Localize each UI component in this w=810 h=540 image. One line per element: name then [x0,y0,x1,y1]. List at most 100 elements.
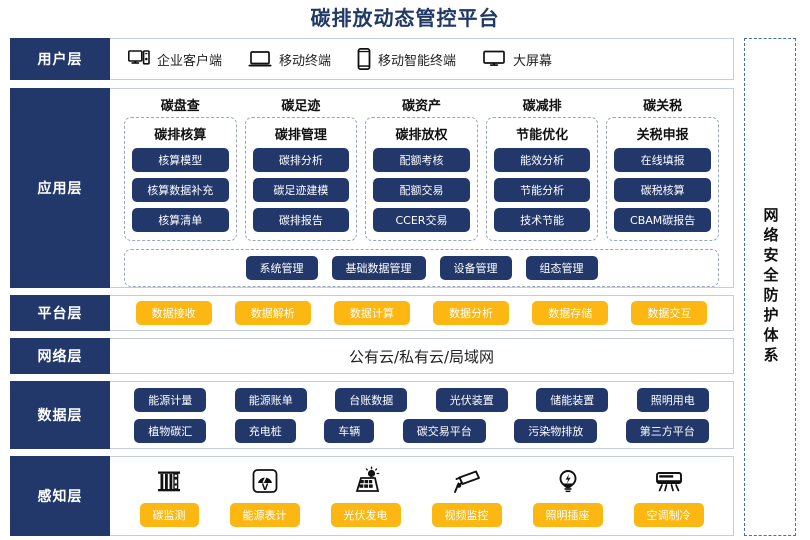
layer-sensing: 感知层 [10,456,734,536]
data-source-button[interactable]: 植物碳汇 [134,418,207,443]
app-module-button[interactable]: 节能分析 [493,178,591,202]
desktop-tower-icon [128,50,150,68]
app-module-button[interactable]: 配额考核 [373,148,470,172]
app-group-carbon-footprint: 碳足迹 碳排管理 碳排分析 碳足迹建模 碳排报告 [244,95,358,241]
app-module-button[interactable]: 碳足迹建模 [252,178,350,202]
layer-user-body: 企业客户端 移动终端 [110,38,734,80]
data-row: 植物碳汇 充电桩 车辆 碳交易平台 污染物排放 第三方平台 [124,418,719,443]
sensing-item-label[interactable]: 碳监测 [139,502,199,527]
monitor-icon [482,50,506,68]
laptop-icon [248,50,272,68]
sensing-item-carbon-monitoring[interactable]: 碳监测 [139,466,199,527]
app-module-button[interactable]: 核算清单 [132,208,229,232]
user-item-large-screen[interactable]: 大屏幕 [482,50,552,69]
app-module-button[interactable]: 核算模型 [132,148,229,172]
air-conditioner-icon [654,466,684,496]
data-source-button[interactable]: 储能装置 [536,387,609,412]
app-group-box: 碳排放权 配额考核 配额交易 CCER交易 [365,117,478,241]
platform-module-button[interactable]: 数据交互 [631,301,708,325]
platform-module-button[interactable]: 数据解析 [234,301,311,325]
data-source-button[interactable]: 台账数据 [335,387,408,412]
sensing-item-label[interactable]: 光伏发电 [330,502,401,527]
platform-module-button[interactable]: 数据接收 [135,301,212,325]
user-item-mobile-terminal[interactable]: 移动终端 [248,50,331,69]
data-source-button[interactable]: 污染物排放 [514,418,598,443]
sensing-item-video-surveillance[interactable]: 视频监控 [431,466,502,527]
sensing-item-hvac-cooling[interactable]: 空调制冷 [633,466,704,527]
layer-platform: 平台层 数据接收 数据解析 数据计算 数据分析 数据存储 数据交互 [10,295,734,331]
app-group-box: 碳排管理 碳排分析 碳足迹建模 碳排报告 [244,117,358,241]
layer-network-body: 公有云/私有云/局域网 [110,338,734,374]
user-item-label: 大屏幕 [513,53,553,69]
data-source-button[interactable]: 光伏装置 [435,387,508,412]
energy-meter-icon: V [250,466,280,496]
app-group-heading: 碳关税 [643,99,683,114]
layer-network-label: 网络层 [10,338,110,374]
sensing-item-label[interactable]: 视频监控 [431,502,502,527]
app-group-heading: 碳资产 [401,99,441,114]
data-source-button[interactable]: 照明用电 [636,387,709,412]
platform-module-button[interactable]: 数据计算 [333,301,410,325]
app-group-carbon-reduction: 碳减排 节能优化 能效分析 节能分析 技术节能 [485,95,599,241]
user-item-label: 移动终端 [279,53,332,69]
app-module-button[interactable]: 核算数据补充 [132,178,229,202]
app-group-subheading: 节能优化 [516,128,569,143]
layer-data-label: 数据层 [10,381,110,449]
sensing-item-energy-meter[interactable]: V 能源表计 [229,466,300,527]
data-source-button[interactable]: 能源计量 [134,387,207,412]
app-module-button[interactable]: 碳排分析 [252,148,350,172]
data-source-button[interactable]: 充电桩 [234,418,296,443]
app-common-button[interactable]: 组态管理 [525,256,598,280]
svg-text:V: V [261,483,268,493]
user-item-label: 企业客户端 [157,53,223,69]
app-common-button[interactable]: 基础数据管理 [331,256,426,280]
app-common-button[interactable]: 系统管理 [245,256,318,280]
app-group-heading: 碳减排 [522,99,562,114]
sensing-item-label[interactable]: 能源表计 [229,502,300,527]
layer-data: 数据层 能源计量 能源账单 台账数据 光伏装置 储能装置 照明用电 植物碳汇 充… [10,381,734,449]
user-item-smart-mobile-terminal[interactable]: 移动智能终端 [357,47,456,71]
app-group-carbon-tariff: 碳关税 关税申报 在线填报 碳税核算 CBAM碳报告 [606,95,719,241]
data-source-button[interactable]: 能源账单 [234,387,307,412]
layer-sensing-label: 感知层 [10,456,110,536]
app-module-button[interactable]: CCER交易 [373,208,470,232]
layer-user-label: 用户层 [10,38,110,80]
layer-platform-label: 平台层 [10,295,110,331]
sensing-item-lighting-socket[interactable]: 照明插座 [532,466,603,527]
platform-module-button[interactable]: 数据存储 [532,301,609,325]
app-group-subheading: 碳排放权 [395,128,448,143]
app-module-button[interactable]: 能效分析 [493,148,591,172]
app-common-button[interactable]: 设备管理 [439,256,512,280]
layer-user: 用户层 企业客户端 [10,38,734,80]
page-title: 碳排放动态管控平台 [310,6,500,30]
layer-application-label: 应用层 [10,88,110,288]
user-item-enterprise-client[interactable]: 企业客户端 [128,50,222,69]
carbon-sensor-icon [154,466,184,496]
lightbulb-icon [553,466,583,496]
layer-platform-body: 数据接收 数据解析 数据计算 数据分析 数据存储 数据交互 [110,295,734,331]
app-group-subheading: 碳排核算 [154,128,207,143]
cctv-camera-icon [452,466,482,496]
app-group-subheading: 关税申报 [636,128,689,143]
sensing-item-label[interactable]: 照明插座 [532,502,603,527]
app-module-button[interactable]: 碳排报告 [252,208,350,232]
layer-sensing-body: 碳监测 V 能源表计 [110,456,734,536]
app-module-button[interactable]: 技术节能 [493,208,591,232]
smartphone-icon [357,47,371,71]
network-security-band-label: 网络安全防护体系 [761,207,780,367]
app-group-carbon-inventory: 碳盘查 碳排核算 核算模型 核算数据补充 核算清单 [124,95,237,241]
sensing-item-label[interactable]: 空调制冷 [633,502,704,527]
app-group-carbon-asset: 碳资产 碳排放权 配额考核 配额交易 CCER交易 [365,95,478,241]
app-group-heading: 碳盘查 [160,99,200,114]
app-group-box: 关税申报 在线填报 碳税核算 CBAM碳报告 [606,117,719,241]
app-module-button[interactable]: CBAM碳报告 [614,208,711,232]
network-security-band: 网络安全防护体系 [744,38,796,536]
sensing-item-pv-generation[interactable]: 光伏发电 [330,466,401,527]
data-source-button[interactable]: 碳交易平台 [402,418,486,443]
app-module-button[interactable]: 碳税核算 [614,178,711,202]
data-source-button[interactable]: 第三方平台 [625,418,709,443]
app-module-button[interactable]: 配额交易 [373,178,470,202]
data-source-button[interactable]: 车辆 [324,418,375,443]
app-module-button[interactable]: 在线填报 [614,148,711,172]
platform-module-button[interactable]: 数据分析 [433,301,510,325]
